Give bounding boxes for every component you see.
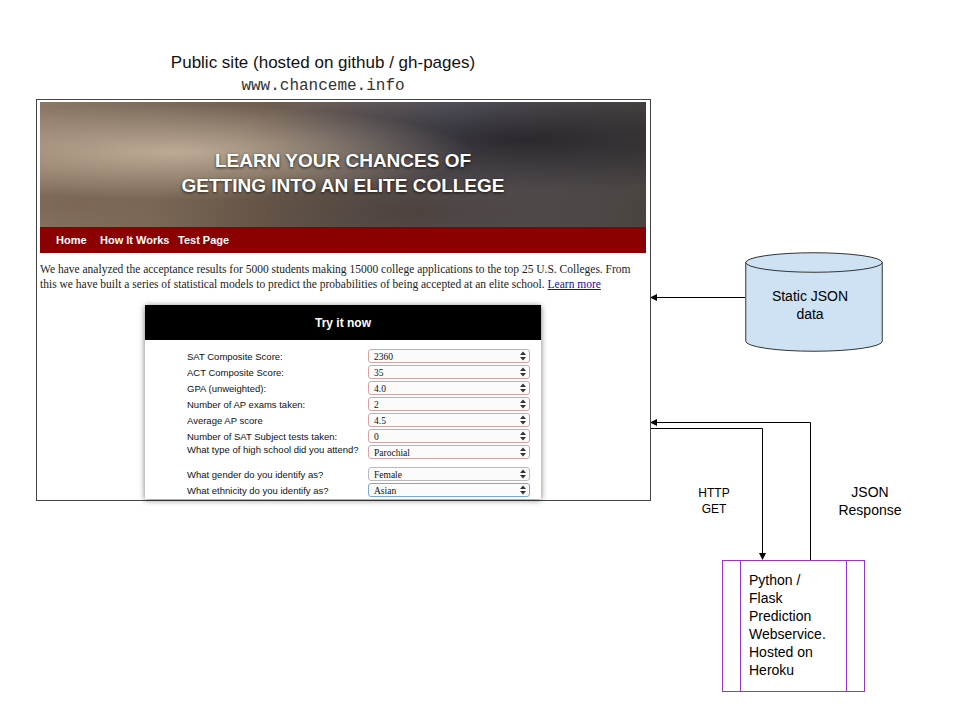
form-label: What gender do you identify as? xyxy=(187,469,359,480)
cylinder-body xyxy=(746,262,883,351)
arrow-up xyxy=(520,470,526,474)
form-label: SAT Composite Score: xyxy=(187,351,359,362)
select-box: 4.5 xyxy=(368,413,530,427)
arrowhead xyxy=(759,553,766,560)
node-label: Static JSON data xyxy=(765,287,855,323)
website-screenshot: LEARN YOUR CHANCES OF GETTING INTO AN EL… xyxy=(37,100,650,500)
hero-banner: LEARN YOUR CHANCES OF GETTING INTO AN EL… xyxy=(40,102,646,227)
nav-item: Test Page xyxy=(178,233,238,247)
select-arrows xyxy=(520,351,526,361)
arrow-down xyxy=(520,389,526,393)
arrow-down xyxy=(520,405,526,409)
edge-label: JSON Response xyxy=(830,483,910,519)
arrow-up xyxy=(520,448,526,452)
arrow-down xyxy=(520,453,526,457)
form-label: Number of AP exams taken: xyxy=(187,399,359,410)
select-box: 2360 xyxy=(368,349,530,363)
webservice-box: Python / Flask Prediction Webservice. Ho… xyxy=(722,560,865,692)
site-heading: Public site (hosted on github / gh-pages… xyxy=(73,53,573,73)
form-label: Number of SAT Subject tests taken: xyxy=(187,431,359,442)
select-value: 4.0 xyxy=(374,383,514,395)
form-panel: 2360 35 4.0 2 4.5 0ParochialFemaleAsian Try it… xyxy=(145,305,541,499)
select-box: 0 xyxy=(368,429,530,443)
edge-label: HTTP GET xyxy=(692,485,736,517)
select-box: 2 xyxy=(368,397,530,411)
select-box: Asian xyxy=(368,483,530,497)
arrow-down xyxy=(520,421,526,425)
process-side-bar xyxy=(846,561,847,692)
arrow-up xyxy=(520,432,526,436)
connector-line xyxy=(657,423,811,561)
site-url: www.chanceme.info xyxy=(123,77,523,96)
form-label: GPA (unweighted): xyxy=(187,383,359,394)
intro-paragraph: We have analyzed the acceptance results … xyxy=(40,263,631,290)
arrowhead xyxy=(650,419,657,426)
select-box: 4.0 xyxy=(368,381,530,395)
learn-more-link: Learn more xyxy=(548,278,601,290)
select-arrows xyxy=(520,447,526,457)
select-arrows xyxy=(520,431,526,441)
select-box: 35 xyxy=(368,365,530,379)
connector-line xyxy=(657,297,745,298)
select-arrows xyxy=(520,399,526,409)
arrowhead xyxy=(650,294,657,301)
arrow-up xyxy=(520,384,526,388)
arrow-down xyxy=(520,491,526,495)
select-arrows xyxy=(520,383,526,393)
form-label: Average AP score xyxy=(187,415,359,426)
arrow-down xyxy=(520,357,526,361)
paragraph-block: We have analyzed the acceptance results … xyxy=(40,262,648,292)
select-arrows xyxy=(520,415,526,425)
nav-item: How It Works xyxy=(100,233,174,247)
arrow-up xyxy=(520,416,526,420)
nav-item: Home xyxy=(56,233,96,247)
select-value: Female xyxy=(374,469,514,481)
banner-title: LEARN YOUR CHANCES OF GETTING INTO AN EL… xyxy=(176,148,510,198)
arrow-up xyxy=(520,400,526,404)
nav-bar: Home How It Works Test Page xyxy=(40,227,646,253)
select-arrows xyxy=(520,367,526,377)
form-label: What ethnicity do you identify as? xyxy=(187,485,359,496)
select-box: Female xyxy=(368,467,530,481)
form-label: What type of high school did you attend? xyxy=(187,444,359,455)
cylinder-top xyxy=(746,253,883,273)
select-box: Parochial xyxy=(368,445,530,459)
database-cylinder: Static JSON data xyxy=(745,252,883,352)
connector xyxy=(657,297,745,298)
select-arrows xyxy=(520,469,526,479)
select-value: 35 xyxy=(374,367,514,379)
process-side-bar xyxy=(740,561,741,692)
select-value: Asian xyxy=(374,485,514,497)
form-label: ACT Composite Score: xyxy=(187,367,359,378)
connector xyxy=(650,429,763,554)
arrow-down xyxy=(520,475,526,479)
select-value: 0 xyxy=(374,431,514,443)
arrow-up xyxy=(520,352,526,356)
node-label: Python / Flask Prediction Webservice. Ho… xyxy=(749,571,831,679)
arrow-down xyxy=(520,373,526,377)
select-value: Parochial xyxy=(374,447,514,459)
select-value: 2 xyxy=(374,399,514,411)
arrow-up xyxy=(520,368,526,372)
connector-line xyxy=(650,429,763,554)
select-value: 4.5 xyxy=(374,415,514,427)
arrow-up xyxy=(520,486,526,490)
connector xyxy=(657,423,811,561)
process-outline xyxy=(723,561,865,692)
select-value: 2360 xyxy=(374,351,514,363)
arrow-down xyxy=(520,437,526,441)
select-arrows xyxy=(520,485,526,495)
panel-title: Try it now xyxy=(145,316,541,331)
